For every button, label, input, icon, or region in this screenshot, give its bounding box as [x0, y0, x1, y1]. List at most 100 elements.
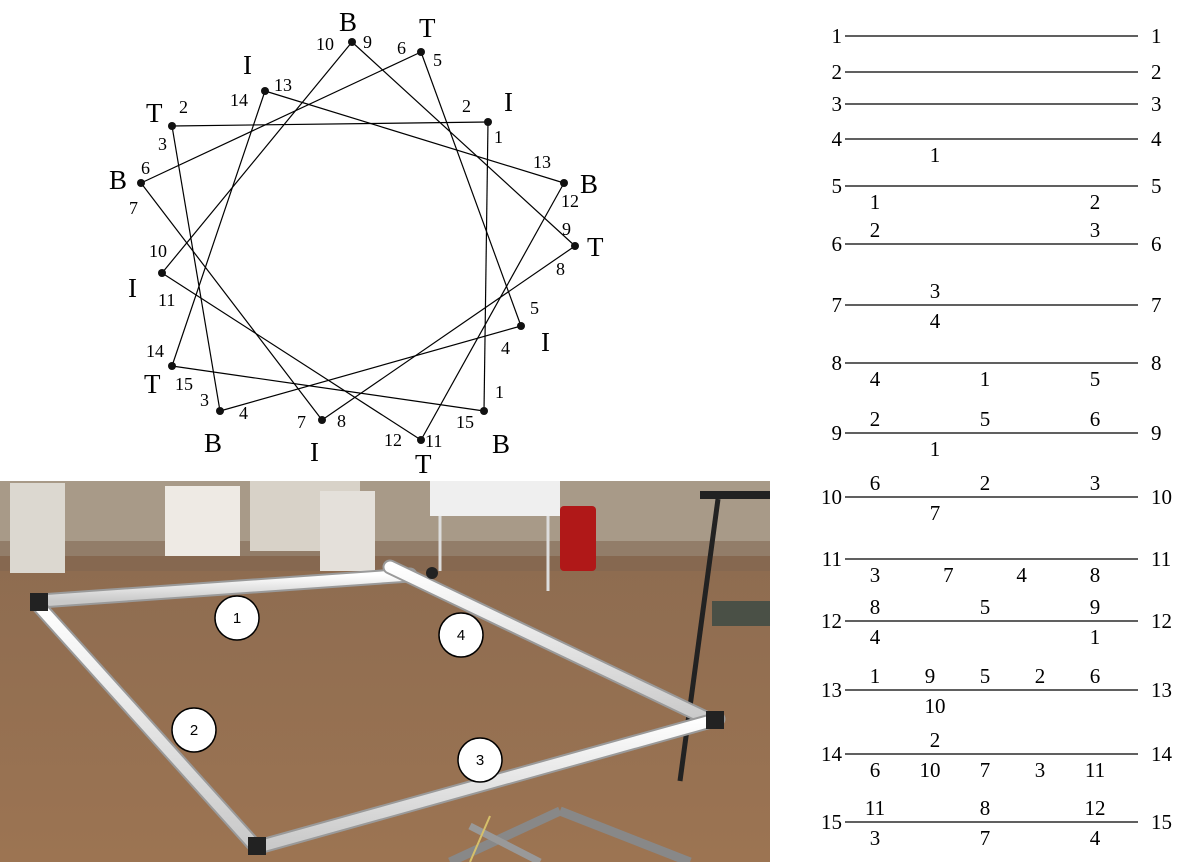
layer-label-left: 5: [832, 174, 843, 198]
node-type-label: B: [339, 7, 357, 37]
crossing-number-below: 1: [1090, 625, 1101, 649]
layer-label-right: 14: [1151, 742, 1173, 766]
node-type-label: I: [541, 327, 550, 357]
layer-label-left: 9: [832, 421, 843, 445]
node-end-number: 11: [425, 431, 442, 451]
crossing-number-above: 2: [980, 471, 991, 495]
node-end-number: 15: [175, 374, 193, 394]
node-end-number: 12: [384, 430, 402, 450]
crossing-number-below: 4: [1090, 826, 1101, 850]
frame-photograph: 1 2 3 4: [0, 481, 770, 862]
layer-label-left: 4: [832, 127, 843, 151]
layer-label-left: 13: [821, 678, 842, 702]
layer-label-right: 1: [1151, 24, 1162, 48]
crossing-number-below: 8: [1090, 563, 1101, 587]
crossing-number-above: 1: [870, 664, 881, 688]
node-type-label: T: [144, 369, 161, 399]
star-connection-diagram: B T I B T I B T I B T I B T I 10 9 6 5 2…: [0, 0, 770, 478]
star-node-dot: [560, 179, 568, 187]
crossing-number-below: 1: [930, 143, 941, 167]
node-type-label: B: [580, 169, 598, 199]
crossing-number-above: 2: [870, 407, 881, 431]
layer-label-right: 2: [1151, 60, 1162, 84]
node-end-number: 8: [556, 259, 565, 279]
crossing-number-above: 6: [1090, 407, 1101, 431]
layer-label-right: 3: [1151, 92, 1162, 116]
svg-text:3: 3: [476, 752, 484, 769]
star-node-dot: [216, 407, 224, 415]
node-type-label: B: [492, 429, 510, 459]
crossing-number-above: 3: [1090, 471, 1101, 495]
crossing-number-below: 10: [925, 694, 946, 718]
star-node-dot: [417, 48, 425, 56]
star-node-dot: [168, 122, 176, 130]
node-end-number: 2: [179, 97, 188, 117]
crossing-number-below: 4: [870, 625, 881, 649]
layer-label-left: 14: [821, 742, 843, 766]
star-node-dot: [517, 322, 525, 330]
photo-marker: 4: [439, 613, 483, 657]
layer-label-left: 15: [821, 810, 842, 834]
crossing-number-below: 5: [1090, 367, 1101, 391]
crossing-number-below: 3: [870, 563, 881, 587]
node-end-number: 3: [158, 134, 167, 154]
layer-label-left: 12: [821, 609, 842, 633]
star-node-dot: [168, 362, 176, 370]
star-edge: [265, 91, 564, 183]
crossing-number-above: 5: [980, 407, 991, 431]
crossing-number-below: 11: [1085, 758, 1105, 782]
svg-text:2: 2: [190, 722, 198, 739]
crossing-number-above: 6: [870, 471, 881, 495]
layer-label-right: 4: [1151, 127, 1162, 151]
star-edge: [172, 122, 488, 126]
crossing-number-below: 4: [1016, 563, 1027, 587]
star-edge: [352, 42, 575, 246]
layer-label-right: 8: [1151, 351, 1162, 375]
star-edge: [322, 246, 575, 420]
layer-label-left: 6: [832, 232, 843, 256]
node-end-number: 7: [129, 198, 138, 218]
node-type-label: I: [243, 50, 252, 80]
layer-label-right: 5: [1151, 174, 1162, 198]
layer-label-right: 9: [1151, 421, 1162, 445]
crossing-number-above: 2: [870, 218, 881, 242]
node-type-label: I: [128, 273, 137, 303]
crossing-number-above: 12: [1085, 796, 1106, 820]
layer-label-right: 6: [1151, 232, 1162, 256]
crossing-number-below: 4: [930, 309, 941, 333]
svg-text:1: 1: [233, 610, 241, 627]
crossing-number-above: 9: [1090, 595, 1101, 619]
crossing-number-above: 2: [1035, 664, 1046, 688]
crossing-number-above: 8: [980, 796, 991, 820]
layer-label-right: 13: [1151, 678, 1172, 702]
crossing-number-above: 9: [925, 664, 936, 688]
star-node-dot: [261, 87, 269, 95]
node-end-number: 6: [397, 38, 406, 58]
node-end-number: 13: [274, 75, 292, 95]
star-edge: [421, 183, 564, 440]
node-type-label: T: [587, 232, 604, 262]
crossing-number-below: 7: [943, 563, 954, 587]
star-node-dot: [318, 416, 326, 424]
node-type-label: T: [146, 98, 163, 128]
star-edge: [220, 326, 521, 411]
star-node-dot: [484, 118, 492, 126]
star-node-dot: [480, 407, 488, 415]
node-type-label: T: [415, 449, 432, 478]
crossing-number-below: 1: [870, 190, 881, 214]
crossing-number-above: 5: [980, 664, 991, 688]
layer-label-left: 2: [832, 60, 843, 84]
crossing-number-below: 3: [870, 826, 881, 850]
node-type-label: B: [204, 428, 222, 458]
node-end-number: 3: [200, 390, 209, 410]
node-end-number: 1: [495, 382, 504, 402]
crossing-number-above: 2: [930, 728, 941, 752]
crossing-number-below: 7: [930, 501, 941, 525]
photo-marker: 3: [458, 738, 502, 782]
node-end-number: 5: [433, 50, 442, 70]
layer-label-left: 3: [832, 92, 843, 116]
node-end-number: 13: [533, 152, 551, 172]
star-node-dot: [137, 179, 145, 187]
crossing-number-below: 10: [920, 758, 941, 782]
crossing-number-above: 5: [980, 595, 991, 619]
